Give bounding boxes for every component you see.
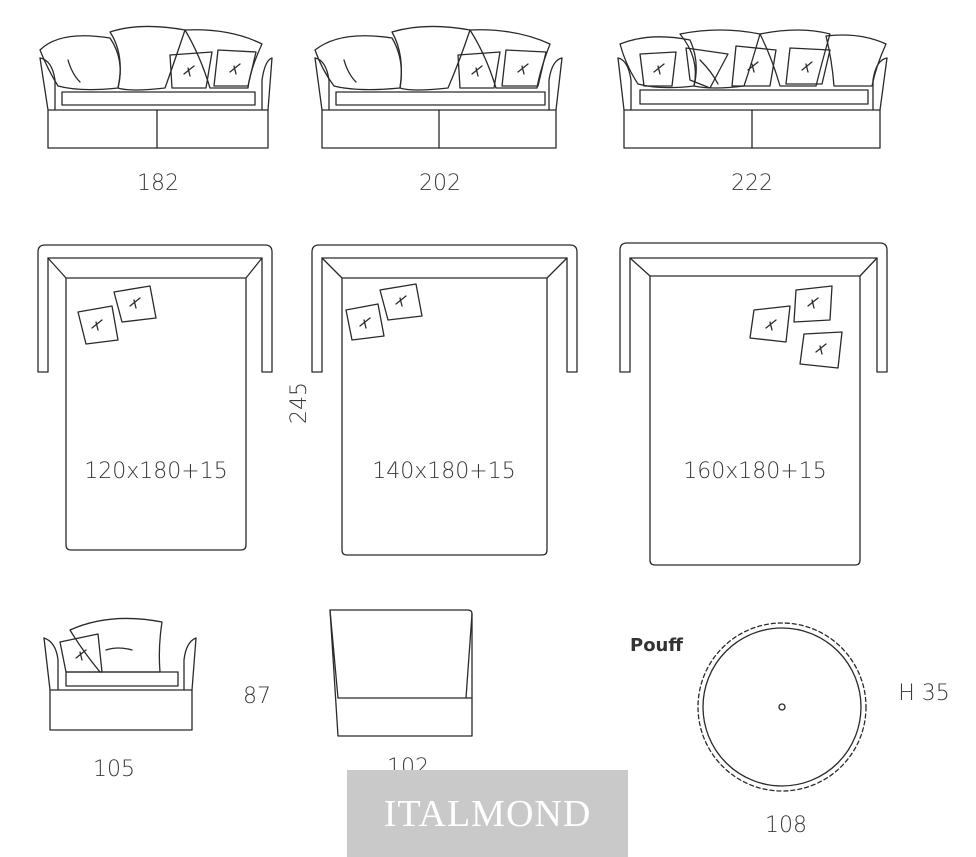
sofa-bed-120-top-view: 120x180+15 <box>37 244 273 551</box>
bed-160-size-label: 160x180+15 <box>683 459 826 484</box>
bed-140-size-label: 140x180+15 <box>372 459 515 484</box>
sofa-202-width-label: 202 <box>419 171 461 196</box>
sofa-bed-140-top-view: 140x180+15 <box>311 244 578 556</box>
armchair-width-label: 105 <box>93 757 135 782</box>
sofa-bed-depth-label: 245 <box>287 382 312 424</box>
pouff-top-view: Pouff H 35 108 <box>630 622 950 838</box>
armchair-side-view: 102 <box>329 609 473 780</box>
pouff-title: Pouff <box>630 635 683 656</box>
sofa-182-width-label: 182 <box>137 171 179 196</box>
bed-120-size-label: 120x180+15 <box>84 459 227 484</box>
armchair-height-label: 87 <box>243 684 271 709</box>
armchair-front-view: 105 <box>43 617 197 782</box>
watermark: ITALMOND <box>347 770 628 857</box>
sofa-182-front-view: 182 <box>39 25 273 196</box>
sofa-222-width-label: 222 <box>731 171 773 196</box>
sofa-202-front-view: 202 <box>314 25 563 196</box>
sofa-bed-160-top-view: 160x180+15 <box>619 242 888 566</box>
watermark-text: ITALMOND <box>383 792 592 835</box>
pouff-height-label: H 35 <box>898 681 950 706</box>
sofa-222-front-view: 222 <box>617 29 888 196</box>
pouff-diameter-label: 108 <box>765 813 807 838</box>
